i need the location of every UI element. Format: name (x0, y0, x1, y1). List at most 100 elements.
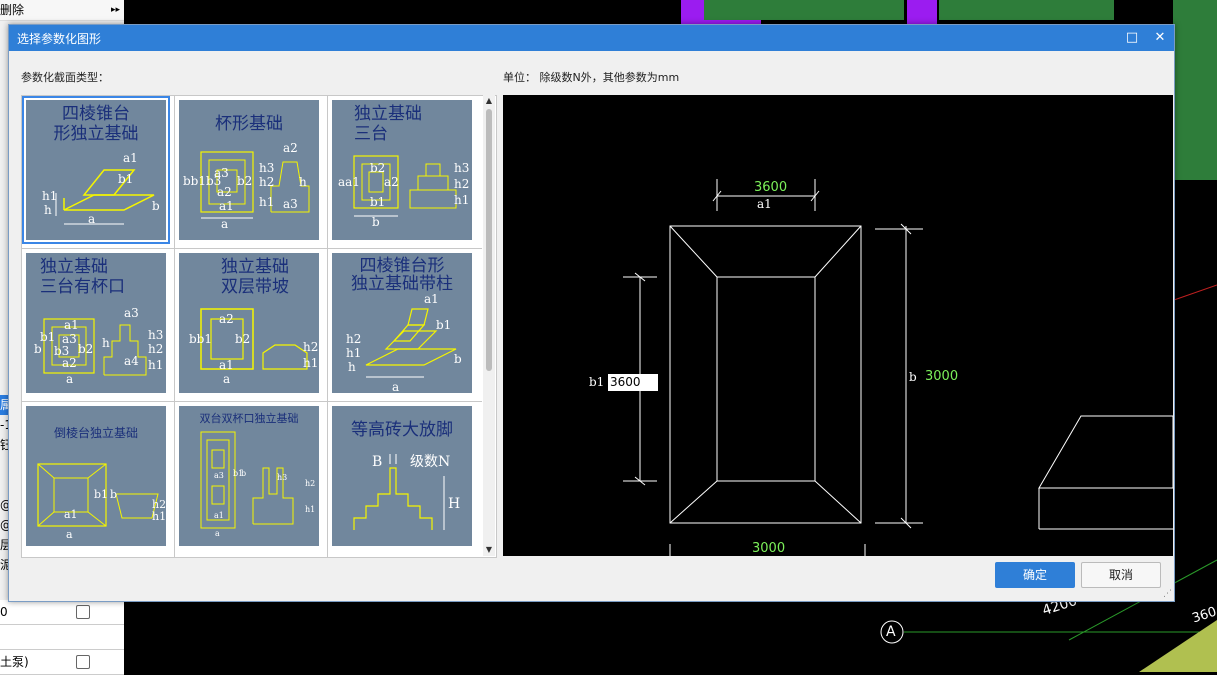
shape-thumbnail: 倒棱台独立基础 b1 b h2 h1 a1 a (26, 406, 166, 546)
resize-grip-icon[interactable]: ⋰ (1163, 589, 1172, 599)
menu-delete[interactable]: 删除 (0, 3, 25, 17)
svg-text:a: a (392, 380, 399, 393)
shape-tile-inverted-frustum[interactable]: 倒棱台独立基础 b1 b h2 h1 a1 a (22, 402, 172, 552)
svg-text:h: h (299, 175, 307, 189)
svg-text:bb1b3: bb1b3 (183, 174, 221, 188)
shape-sketch: a1 b1 h2 h1 h b a (346, 292, 462, 393)
svg-text:h3: h3 (454, 161, 469, 175)
shape-caption: 倒棱台独立基础 (53, 426, 138, 440)
shape-thumbnail: 独立基础三台 b2 a2 aa1 b1 b h3 h2 h1 (332, 100, 472, 240)
top-dimension-label: a1 (757, 197, 772, 211)
shape-caption: 独立基础双层带坡 (221, 257, 289, 297)
svg-text:h2: h2 (303, 340, 318, 354)
ok-button[interactable]: 确定 (995, 562, 1075, 588)
svg-text:a3: a3 (283, 197, 298, 211)
svg-text:b3: b3 (54, 344, 69, 358)
scroll-thumb[interactable] (486, 109, 492, 371)
grid-scrollbar[interactable]: ▲ ▼ (483, 95, 495, 556)
dialog-titlebar[interactable]: 选择参数化图形 □ ✕ (9, 25, 1174, 51)
svg-text:a2: a2 (217, 185, 232, 199)
svg-text:b: b (34, 342, 42, 356)
svg-text:a1: a1 (424, 292, 439, 306)
svg-text:a2: a2 (219, 312, 234, 326)
shape-sketch: a3 a1 a b1 b h3 h2 h1 (200, 431, 315, 538)
close-icon[interactable]: ✕ (1154, 30, 1166, 45)
svg-text:b2: b2 (78, 342, 93, 356)
shape-thumbnail: 四棱锥台形独立基础带柱 a1 b1 h2 h1 h b a (332, 253, 472, 393)
shape-tile-frustum-with-column[interactable]: 四棱锥台形独立基础带柱 a1 b1 h2 h1 h b a (328, 249, 478, 399)
svg-text:h2: h2 (152, 498, 166, 511)
preview-drawing (623, 179, 1173, 556)
shape-tile-double-layer-slope[interactable]: 独立基础双层带坡 a2 bb1 b2 a1 a h2 h1 (175, 249, 325, 399)
shape-caption: 四棱锥台形独立基础带柱 (351, 256, 453, 294)
table-row[interactable]: 土泵) (0, 650, 124, 675)
shape-preview-canvas[interactable]: 3600 a1 b1 3600 b 3000 3000 (503, 95, 1173, 556)
svg-text:a: a (66, 372, 73, 386)
background-table: 0 土泵) (0, 600, 124, 675)
table-row[interactable] (0, 625, 124, 650)
shape-tile-cup-foundation[interactable]: 杯形基础 a3 bb1b3 b2 a2 a1 a a2 h3 h2 h1 (175, 96, 325, 246)
svg-text:h1: h1 (259, 195, 274, 209)
shape-grid[interactable]: 四棱锥台形独立基础 a1 b1 h1 h a b 杯形基础 (21, 95, 497, 558)
svg-text:h2: h2 (454, 177, 469, 191)
maximize-icon[interactable]: □ (1125, 30, 1139, 45)
b1-input[interactable]: 3600 (608, 374, 658, 391)
right-dimension-value: 3000 (925, 369, 959, 384)
axis-label: A (886, 624, 896, 640)
svg-text:b: b (110, 488, 117, 501)
shape-sketch: a3 bb1b3 b2 a2 a1 a a2 h3 h2 h1 h a3 (183, 141, 310, 231)
select-parametric-shape-dialog: 选择参数化图形 □ ✕ 参数化截面类型： 单位： 除级数N外，其他参数为mm 四… (8, 24, 1175, 602)
svg-text:a: a (221, 217, 228, 231)
shape-caption: 独立基础三台有杯口 (40, 257, 125, 297)
side-text-1: -1 (0, 418, 12, 432)
green-element (704, 0, 904, 20)
shape-sketch: b1 b h2 h1 a1 a (37, 463, 166, 541)
svg-text:b1: b1 (436, 318, 451, 332)
svg-text:h2: h2 (148, 342, 163, 356)
svg-text:h1: h1 (454, 193, 469, 207)
svg-text:h1: h1 (152, 510, 166, 523)
shape-caption: 杯形基础 (215, 114, 283, 134)
svg-text:a: a (215, 529, 220, 538)
svg-text:a3: a3 (62, 332, 77, 346)
shape-caption: 四棱锥台形独立基础 (53, 104, 139, 144)
menu-more-icon[interactable]: ▸▸ (110, 5, 120, 15)
cancel-button[interactable]: 取消 (1081, 562, 1161, 588)
svg-text:a: a (223, 372, 230, 386)
shape-sketch: B 级数N H (353, 454, 460, 530)
background-menu[interactable]: 删除 ▸▸ (0, 0, 124, 21)
dialog-title: 选择参数化图形 (17, 32, 102, 46)
shape-tile-three-step-foundation[interactable]: 独立基础三台 b2 a2 aa1 b1 b h3 h2 h1 (328, 96, 478, 246)
svg-text:b2: b2 (370, 161, 385, 175)
svg-text:b: b (152, 199, 160, 213)
shape-thumbnail: 独立基础双层带坡 a2 bb1 b2 a1 a h2 h1 (179, 253, 319, 393)
svg-text:h3: h3 (259, 161, 274, 175)
shape-thumbnail: 双台双杯口独立基础 a3 a1 a b1 b h3 h2 h1 (179, 406, 319, 546)
svg-text:a3: a3 (214, 166, 229, 180)
svg-text:a1: a1 (64, 508, 78, 521)
shape-sketch: a1 a3 b1 a3 b3 b2 b a2 a h3 h2 h1 h a4 (34, 306, 163, 386)
scroll-up-icon[interactable]: ▲ (485, 96, 493, 105)
svg-text:b2: b2 (235, 332, 250, 346)
shape-sketch: a2 bb1 b2 a1 a h2 h1 (189, 308, 318, 386)
svg-text:a3: a3 (124, 306, 139, 320)
row-checkbox[interactable] (76, 605, 90, 619)
svg-text:h: h (348, 360, 356, 374)
table-row[interactable]: 0 (0, 600, 124, 625)
svg-text:aa1: aa1 (338, 175, 360, 189)
shape-thumbnail: 独立基础三台有杯口 a1 a3 b1 a3 b3 b2 b a2 a h3 (26, 253, 166, 393)
background-3d-lines (880, 284, 1217, 672)
green-element (939, 0, 1114, 20)
shape-tile-double-cup-foundation[interactable]: 双台双杯口独立基础 a3 a1 a b1 b h3 h2 h1 (175, 402, 325, 552)
svg-text:级数N: 级数N (410, 454, 450, 470)
svg-text:h2: h2 (305, 479, 315, 488)
shape-tile-pyramid-frustum[interactable]: 四棱锥台形独立基础 a1 b1 h1 h a b (22, 96, 172, 246)
row-checkbox[interactable] (76, 655, 90, 669)
shape-tile-three-step-with-cup[interactable]: 独立基础三台有杯口 a1 a3 b1 a3 b3 b2 b a2 a h3 (22, 249, 172, 399)
right-dimension-label: b (909, 370, 917, 384)
svg-text:a1: a1 (123, 151, 138, 165)
shape-tile-brick-footing[interactable]: 等高砖大放脚 B 级数N H (328, 402, 478, 552)
section-type-label: 参数化截面类型： (21, 71, 109, 84)
svg-text:b: b (454, 352, 462, 366)
scroll-down-icon[interactable]: ▼ (485, 545, 493, 554)
